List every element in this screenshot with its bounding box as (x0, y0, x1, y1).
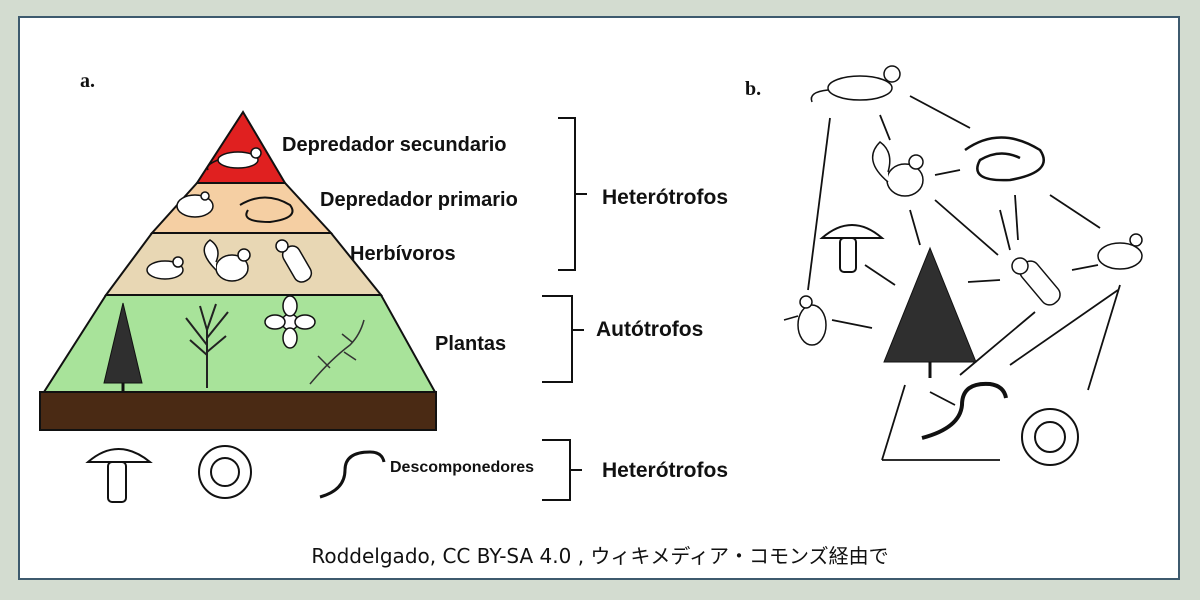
level-secondary-predator (195, 110, 287, 184)
group-heterotrophs-top: Heterótrofos (602, 186, 729, 209)
bracket-heterotrophs-bottom (542, 439, 582, 501)
brackets (542, 117, 587, 501)
millipede-icon (198, 445, 252, 499)
web-millipede-icon (1021, 408, 1079, 466)
label-primary-predator: Depredador primario (320, 189, 518, 211)
label-secondary-predator: Depredador secundario (282, 134, 507, 156)
panel-b-letter: b. (745, 78, 762, 100)
food-web-links (807, 95, 1121, 461)
squirrel-icon (203, 239, 251, 282)
bracket-autotrophs (542, 295, 584, 383)
group-heterotrophs-bottom: Heterótrofos (602, 459, 729, 482)
bird-icon (146, 256, 184, 280)
beetle-icon (275, 239, 313, 283)
label-plants: Plantas (435, 333, 507, 355)
web-mushroom-icon (819, 224, 885, 273)
web-snake-icon (964, 136, 1045, 182)
group-autotrophs: Autótrofos (596, 318, 704, 341)
soil-layer (39, 391, 437, 431)
conifer-tree-icon (103, 302, 143, 392)
label-herbivores: Herbívoros (350, 243, 456, 265)
web-fox-icon (810, 65, 901, 103)
web-squirrel-icon (871, 141, 924, 197)
shrub-icon (309, 319, 365, 385)
mushroom-icon (85, 448, 153, 503)
snake-icon (239, 196, 294, 224)
bare-tree-icon (185, 303, 229, 388)
panel-a-letter: a. (80, 70, 95, 92)
level-plants (42, 294, 437, 393)
web-conifer-tree-icon (883, 246, 977, 378)
web-worm-icon (921, 381, 1008, 440)
web-beetle-icon (1011, 257, 1061, 306)
frog-icon (176, 191, 214, 218)
web-bird-icon (783, 295, 827, 346)
label-decomposers: Descomponedores (390, 459, 535, 476)
bracket-heterotrophs-top (558, 117, 587, 271)
flower-icon (264, 295, 316, 349)
web-frog-icon (1097, 233, 1143, 270)
trophic-pyramid (39, 110, 437, 431)
worm-icon (319, 450, 386, 499)
fox-icon (206, 147, 262, 171)
image-credit: Roddelgado, CC BY-SA 4.0 , ウィキメディア・コモンズ経… (311, 544, 889, 568)
